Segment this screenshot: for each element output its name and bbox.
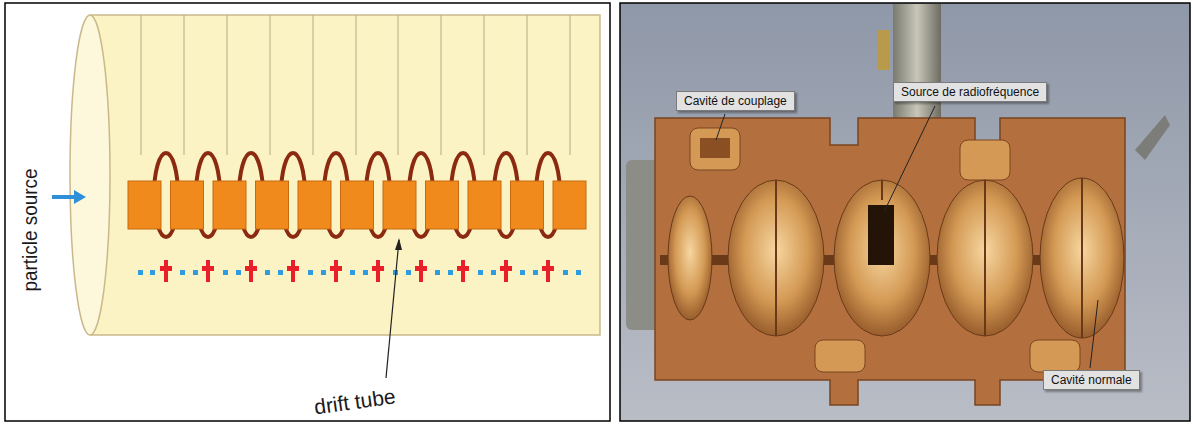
callout-box: Cavité normale	[1043, 370, 1140, 390]
particle-source-label: particle source	[18, 169, 42, 292]
callout-box: Cavité de couplage	[676, 91, 795, 111]
callout-text: Cavité de couplage	[684, 94, 787, 108]
callout-text: Cavité normale	[1051, 373, 1132, 387]
callout-text: Source de radiofréquence	[901, 85, 1039, 99]
callout-box: Source de radiofréquence	[893, 82, 1047, 102]
